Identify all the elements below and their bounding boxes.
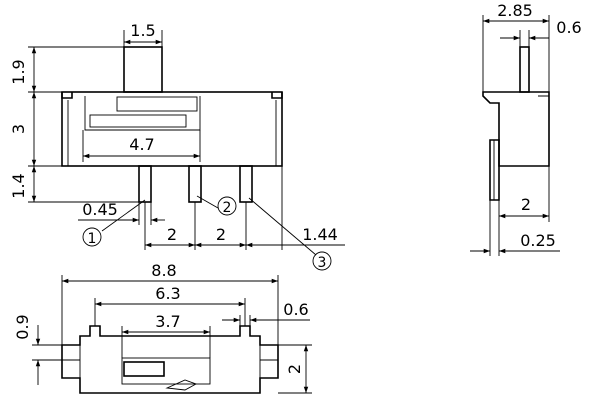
top-view: 8.8 6.3 3.7 0.6 0.9 2 xyxy=(13,261,312,394)
dim-pin-offset: 1.44 xyxy=(302,225,338,244)
svg-text:3: 3 xyxy=(318,255,327,271)
top-actuator xyxy=(123,361,165,377)
pin-2-callout: 2 xyxy=(196,195,237,216)
dim-actuator-height: 1.9 xyxy=(9,59,28,84)
svg-text:2: 2 xyxy=(223,200,232,216)
side-terminal xyxy=(489,139,500,201)
dim-tab-width: 0.6 xyxy=(283,300,308,319)
pin-3-callout: 3 xyxy=(248,197,332,271)
dim-side-pin-spacing: 2 xyxy=(521,195,531,214)
dim-pin-length: 1.4 xyxy=(9,173,28,198)
dim-travel: 4.7 xyxy=(129,135,154,154)
dim-overall-length: 8.8 xyxy=(151,261,176,280)
side-body xyxy=(482,91,550,167)
dim-pin-thickness: 0.25 xyxy=(520,231,556,250)
dim-actuator-thickness: 0.6 xyxy=(556,18,581,37)
dim-pin-width: 0.45 xyxy=(82,200,118,219)
front-actuator xyxy=(123,46,163,93)
front-pins xyxy=(138,165,253,203)
dim-actuator-width: 1.5 xyxy=(130,21,155,40)
top-slot xyxy=(121,357,211,385)
top-body xyxy=(61,325,279,394)
dim-pitch-2: 2 xyxy=(216,225,226,244)
svg-text:1: 1 xyxy=(88,231,97,247)
front-body xyxy=(61,91,283,167)
dim-depth: 2.85 xyxy=(497,1,533,20)
pin-1-callout: 1 xyxy=(82,199,146,247)
dim-slot-length: 3.7 xyxy=(155,312,180,331)
front-view: 1.5 1.9 3 1.4 4.7 0.45 2 2 1 xyxy=(9,21,345,271)
dim-top-width: 2 xyxy=(285,364,304,374)
dim-body-height: 3 xyxy=(9,124,28,134)
dim-tab-height: 0.9 xyxy=(13,314,32,339)
side-view: 2.85 0.6 2 0.25 xyxy=(470,1,582,256)
dim-pitch-1: 2 xyxy=(167,225,177,244)
dim-body-length: 6.3 xyxy=(155,284,180,303)
side-actuator xyxy=(519,46,530,93)
